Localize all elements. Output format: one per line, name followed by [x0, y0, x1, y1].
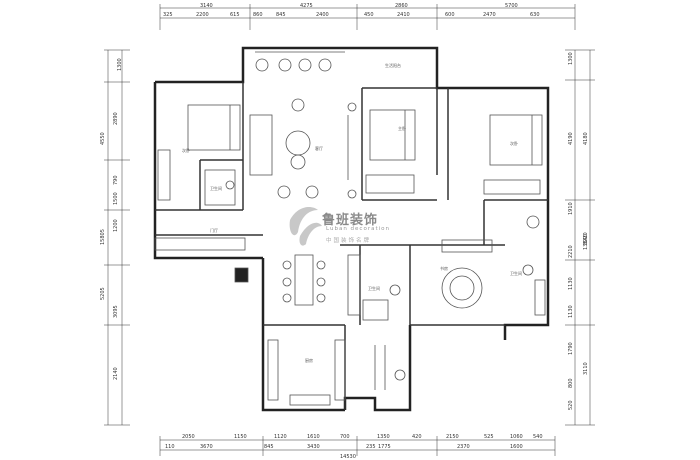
top-seg-4: 845	[276, 12, 286, 18]
bot-seg-7: 2150	[446, 434, 459, 440]
brand-subtitle: Luban decoration	[326, 226, 390, 232]
bot-seg-10: 540	[533, 434, 543, 440]
label-study: 书房	[440, 265, 448, 271]
dining	[282, 254, 326, 306]
bot-seg-6: 420	[412, 434, 422, 440]
label-laundry: 生活阳台	[385, 62, 401, 68]
label-bathroom-right: 卫生间	[510, 270, 522, 276]
right-dimensions	[565, 49, 595, 426]
bot-seg-3: 1610	[307, 434, 320, 440]
top-seg-0: 325	[163, 12, 173, 18]
bot2-seg-2: 845	[264, 444, 274, 450]
left-dim-6: 5205	[100, 287, 106, 300]
right-dim-5: 3220	[583, 232, 589, 245]
right-dim-0: 1300	[568, 52, 574, 65]
left-dim-5: 1200	[113, 219, 119, 232]
label-toilet-mid: 卫生间	[368, 285, 380, 291]
bottom-dimensions	[159, 436, 556, 456]
top-seg-9: 2470	[483, 12, 496, 18]
bot-seg-4: 700	[340, 434, 350, 440]
bot2-seg-4: 235	[366, 444, 376, 450]
bottom-total: 14530	[340, 454, 356, 460]
right-dim-11: 520	[568, 400, 574, 410]
bot-seg-5: 1350	[377, 434, 390, 440]
label-entrance: 门厅	[210, 227, 218, 233]
bot-seg-8: 525	[484, 434, 494, 440]
label-bathroom-left: 卫生间	[210, 185, 222, 191]
top-seg-10: 630	[530, 12, 540, 18]
top-seg-5: 2400	[316, 12, 329, 18]
bot-seg-2: 1120	[274, 434, 287, 440]
right-dim-1: 4190	[568, 132, 574, 145]
bot2-seg-0: 110	[165, 444, 175, 450]
master-bedroom	[365, 109, 416, 194]
label-bedroom-left: 次卧	[182, 147, 190, 153]
label-living: 客厅	[315, 145, 323, 151]
top-seg-7: 2410	[397, 12, 410, 18]
bot2-seg-1: 3670	[200, 444, 213, 450]
top-dimensions	[159, 4, 576, 30]
label-kitchen: 厨房	[305, 357, 313, 363]
right-dim-8: 1790	[568, 342, 574, 355]
right-bedroom	[483, 114, 543, 195]
right-bathroom	[522, 215, 546, 316]
living-room	[249, 98, 357, 199]
bot2-seg-6: 2370	[457, 444, 470, 450]
bot2-seg-7: 1600	[510, 444, 523, 450]
left-dim-4: 1500	[113, 192, 119, 205]
right-dim-7: 1130	[568, 305, 574, 318]
top-dim-overall: 3140	[200, 3, 213, 9]
top-seg-8: 600	[445, 12, 455, 18]
label-master: 主卧	[398, 125, 406, 131]
left-dim-3: 790	[113, 175, 119, 185]
bot2-seg-3: 3430	[307, 444, 320, 450]
bot2-seg-5: 1775	[378, 444, 391, 450]
right-dim-9: 3110	[583, 362, 589, 375]
mid-bathroom	[347, 254, 406, 390]
bot-seg-0: 2050	[182, 434, 195, 440]
left-dim-8: 15805	[100, 229, 106, 245]
brand-logo-icon	[289, 207, 322, 246]
right-dim-3: 1910	[568, 202, 574, 215]
entrance	[154, 237, 249, 283]
left-dimensions	[104, 49, 130, 426]
bot-seg-1: 1150	[234, 434, 247, 440]
interior-walls	[155, 82, 548, 410]
right-dim-6: 1130	[568, 277, 574, 290]
right-dim-2: 4180	[583, 132, 589, 145]
top-seg-3: 860	[253, 12, 263, 18]
right-dim-12: 13840	[583, 234, 589, 250]
top-dim-2: 2860	[395, 3, 408, 9]
left-dim-1: 2890	[113, 112, 119, 125]
bot-seg-9: 1060	[510, 434, 523, 440]
right-dim-10: 800	[568, 378, 574, 388]
top-dim-3: 5700	[505, 3, 518, 9]
left-bedroom	[157, 104, 241, 206]
top-seg-6: 450	[364, 12, 374, 18]
balcony-chairs	[255, 51, 345, 72]
top-seg-2: 615	[230, 12, 240, 18]
top-dim-1: 4275	[300, 3, 313, 9]
left-dim-7: 3095	[113, 305, 119, 318]
kitchen	[267, 339, 346, 406]
brand-title: 鲁班装饰	[322, 213, 379, 228]
right-dim-4: 2210	[568, 245, 574, 258]
left-dim-2: 4550	[100, 132, 106, 145]
left-dim-9: 2140	[113, 367, 119, 380]
top-seg-1: 2200	[196, 12, 209, 18]
label-bedroom-right: 次卧	[510, 140, 518, 146]
brand-tagline: 中国装饰名牌	[326, 238, 372, 244]
study	[441, 239, 493, 309]
left-dim-0: 1300	[117, 58, 123, 71]
